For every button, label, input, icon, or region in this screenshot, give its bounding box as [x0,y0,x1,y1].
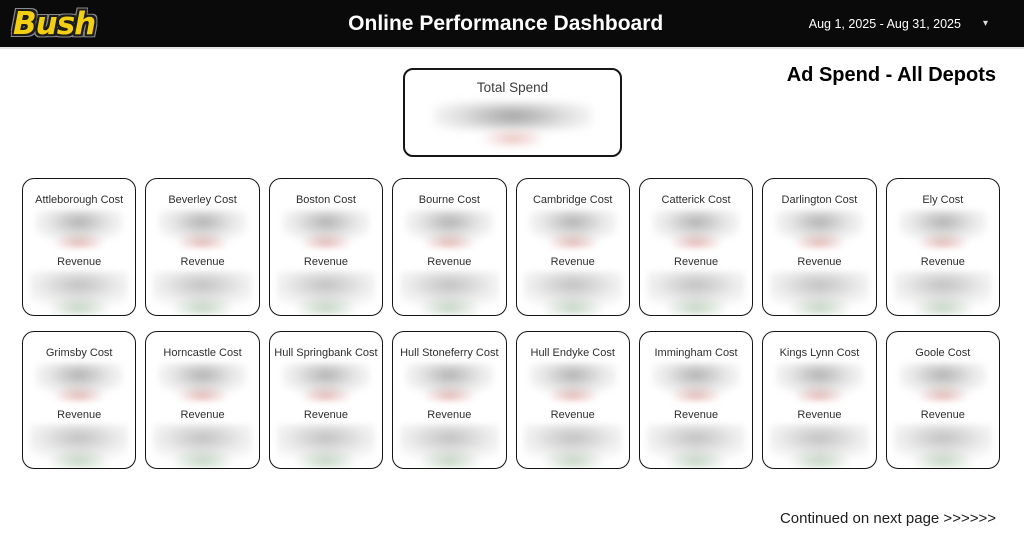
depot-card: Cambridge Cost Revenue [515,178,630,316]
depot-revenue-label: Revenue [180,256,225,268]
depot-revenue-value-blurred [276,271,376,315]
depot-revenue-value-blurred [153,271,252,315]
depot-revenue-label: Revenue [180,409,225,421]
depot-cost-label: Hull Springbank Cost [274,347,378,359]
depot-cost-value-blurred [281,210,371,248]
depot-cost-label: Goole Cost [915,347,971,359]
depot-revenue-value-blurred [523,271,622,315]
depot-revenue-label: Revenue [797,256,842,268]
depot-card: Hull Springbank Cost Revenue [268,331,384,469]
depot-card: Beverley Cost Revenue [145,178,260,316]
depot-card: Ely Cost Revenue [885,178,1000,316]
depot-cards-grid: Attleborough Cost Revenue Beverley Cost … [22,178,1000,469]
depot-cost-value-blurred [158,363,247,401]
depot-cost-label: Horncastle Cost [163,347,242,359]
depot-revenue-value-blurred [523,424,622,468]
depot-cost-label: Attleborough Cost [35,194,124,206]
depot-revenue-label: Revenue [674,409,719,421]
depot-cost-value-blurred [405,210,494,248]
depot-revenue-value-blurred [646,271,746,315]
section-title: Ad Spend - All Depots [786,64,996,86]
depot-cost-value-blurred [898,363,987,401]
depot-revenue-value-blurred [30,424,129,468]
page-title: Online Performance Dashboard [348,11,664,35]
depot-cost-value-blurred [158,210,247,248]
depot-revenue-label: Revenue [797,409,842,421]
depot-cost-value-blurred [651,210,741,248]
chevron-down-icon: ▾ [982,17,988,29]
depot-cost-label: Beverley Cost [168,194,237,206]
depot-revenue-label: Revenue [920,409,965,421]
header-bar: Bush Online Performance Dashboard Aug 1,… [0,0,1024,49]
depot-cost-label: Cambridge Cost [532,194,613,206]
bush-logo: Bush [9,3,99,45]
depot-revenue-label: Revenue [303,256,348,268]
depot-revenue-value-blurred [893,424,992,468]
depot-cost-label: Hull Endyke Cost [530,347,615,359]
depot-cost-value-blurred [35,210,124,248]
depot-revenue-value-blurred [276,424,376,468]
bush-logo-text: Bush [13,6,96,42]
depot-card: Attleborough Cost Revenue [22,178,137,316]
depot-revenue-value-blurred [400,424,499,468]
depot-revenue-label: Revenue [550,409,595,421]
depot-card: Horncastle Cost Revenue [145,331,260,469]
depot-cost-value-blurred [281,363,371,401]
depot-card: Darlington Cost Revenue [762,178,877,316]
depot-cost-value-blurred [35,363,124,401]
depot-cost-value-blurred [898,210,987,248]
depot-cost-label: Hull Stoneferry Cost [400,347,499,359]
depot-revenue-value-blurred [400,271,499,315]
depot-revenue-label: Revenue [57,409,102,421]
total-spend-change-blurred [476,131,549,146]
depot-cost-value-blurred [528,210,617,248]
date-range-label: Aug 1, 2025 - Aug 31, 2025 [808,16,961,31]
total-spend-label: Total Spend [476,80,549,95]
depot-revenue-label: Revenue [920,256,965,268]
depot-revenue-value-blurred [770,271,869,315]
depot-cost-value-blurred [775,363,864,401]
total-spend-value-blurred [433,102,592,130]
depot-revenue-value-blurred [770,424,869,468]
depot-card: Hull Stoneferry Cost Revenue [392,331,507,469]
depot-cost-value-blurred [775,210,864,248]
depot-revenue-label: Revenue [427,409,472,421]
depot-revenue-label: Revenue [303,409,348,421]
depot-cost-value-blurred [405,363,494,401]
continued-note: Continued on next page >>>>>> [779,510,996,527]
depot-cost-label: Darlington Cost [781,194,858,206]
depot-cost-label: Catterick Cost [661,194,731,206]
depot-card: Catterick Cost Revenue [638,178,754,316]
depot-cost-label: Ely Cost [922,194,964,206]
depot-card: Grimsby Cost Revenue [22,331,137,469]
depot-revenue-value-blurred [30,271,129,315]
depot-card: Immingham Cost Revenue [638,331,754,469]
depot-cost-value-blurred [651,363,741,401]
date-range-selector[interactable]: Aug 1, 2025 - Aug 31, 2025 ▾ [809,17,988,31]
depot-card: Kings Lynn Cost Revenue [762,331,877,469]
depot-card: Hull Endyke Cost Revenue [515,331,630,469]
depot-revenue-value-blurred [893,271,992,315]
depot-revenue-label: Revenue [674,256,719,268]
depot-revenue-label: Revenue [57,256,102,268]
depot-card: Bourne Cost Revenue [392,178,507,316]
depot-card: Boston Cost Revenue [268,178,384,316]
depot-cost-label: Boston Cost [295,194,356,206]
depot-revenue-value-blurred [646,424,746,468]
depot-cost-value-blurred [528,363,617,401]
depot-revenue-value-blurred [153,424,252,468]
depot-cost-label: Grimsby Cost [45,347,113,359]
depot-revenue-label: Revenue [550,256,595,268]
depot-cost-label: Kings Lynn Cost [779,347,860,359]
depot-card: Goole Cost Revenue [885,331,1000,469]
depot-revenue-label: Revenue [427,256,472,268]
depot-cost-label: Bourne Cost [418,194,480,206]
total-spend-card: Total Spend [403,68,622,157]
depot-cost-label: Immingham Cost [654,347,738,359]
